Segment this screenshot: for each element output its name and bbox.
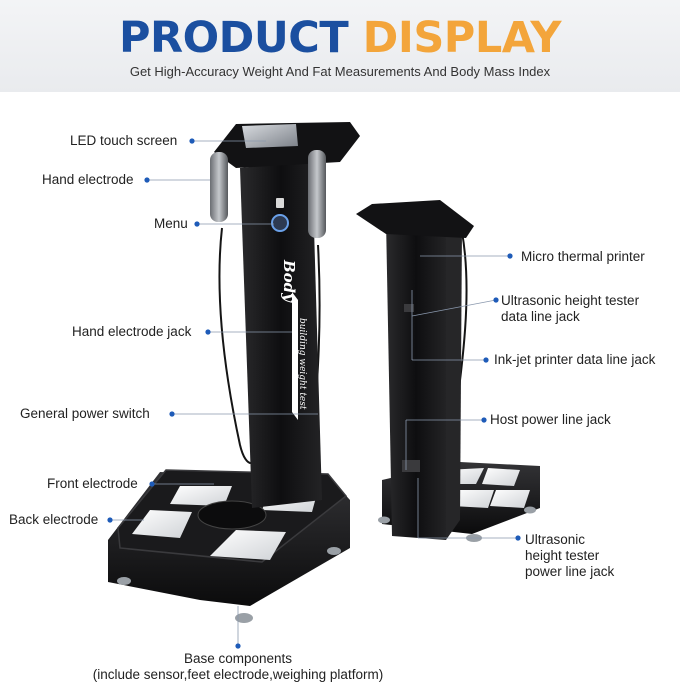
label-line: Ultrasonic height tester [501,293,640,308]
platform-center [197,500,267,530]
label-micro-thermal-printer: Micro thermal printer [521,249,645,264]
title-part-display: DISPLAY [362,13,562,63]
foot [235,613,253,623]
page-title: PRODUCT DISPLAY [0,12,680,64]
back-electrode-right-pad [210,530,286,560]
menu-button [271,214,289,232]
back-unit-pad [482,468,520,486]
header-banner: PRODUCT DISPLAY Get High-Accuracy Weight… [0,0,680,92]
label-line: data line jack [501,309,580,324]
label-base-components: Base components (include sensor,feet ele… [0,651,476,683]
back-unit [356,200,540,542]
port [404,304,414,312]
label-host-power-line-jack: Host power line jack [490,412,611,427]
tagline-text: building weight test [297,318,307,410]
foot [524,506,536,514]
foot [117,577,131,585]
label-led-touch-screen: LED touch screen [70,133,178,148]
label-line: Base components [183,651,293,666]
back-column-side [446,216,462,540]
label-line: power line jack [525,564,615,579]
brand-text: Body [280,259,298,303]
front-electrode-left-pad [170,486,232,506]
hand-electrode-left [210,152,228,222]
hand-electrode-right [308,150,326,238]
back-head [356,200,474,238]
column-stripe [292,292,298,420]
label-back-electrode: Back electrode [9,512,99,527]
label-inkjet-printer-data-line-jack: Ink-jet printer data line jack [494,352,656,367]
label-ultrasonic-power-line-jack: Ultrasonic height tester power line jack [525,532,614,580]
foot [327,547,341,555]
front-column [240,160,322,508]
label-general-power-switch: General power switch [20,406,150,421]
callout-lines [110,140,518,646]
callout-dots [107,138,521,649]
back-unit-pad [452,490,494,508]
label-hand-electrode-jack: Hand electrode jack [72,324,192,339]
back-column [386,216,446,540]
front-unit: Body building weight test [108,122,360,623]
usb-port-icon [276,198,284,208]
title-part-product: PRODUCT [118,13,349,63]
back-unit-pad [490,490,530,508]
label-line: Ultrasonic [525,532,586,547]
led-touch-screen [242,124,298,148]
label-front-electrode: Front electrode [47,476,138,491]
label-line: (include sensor,feet electrode,weighing … [92,667,384,682]
label-menu: Menu [154,216,188,231]
label-line: height tester [525,548,600,563]
label-hand-electrode: Hand electrode [42,172,134,187]
back-electrode-left-pad [132,510,192,538]
page-subtitle: Get High-Accuracy Weight And Fat Measure… [129,64,551,79]
label-ultrasonic-data-line-jack: Ultrasonic height tester data line jack [501,293,639,325]
port [402,460,420,472]
foot [378,516,390,524]
